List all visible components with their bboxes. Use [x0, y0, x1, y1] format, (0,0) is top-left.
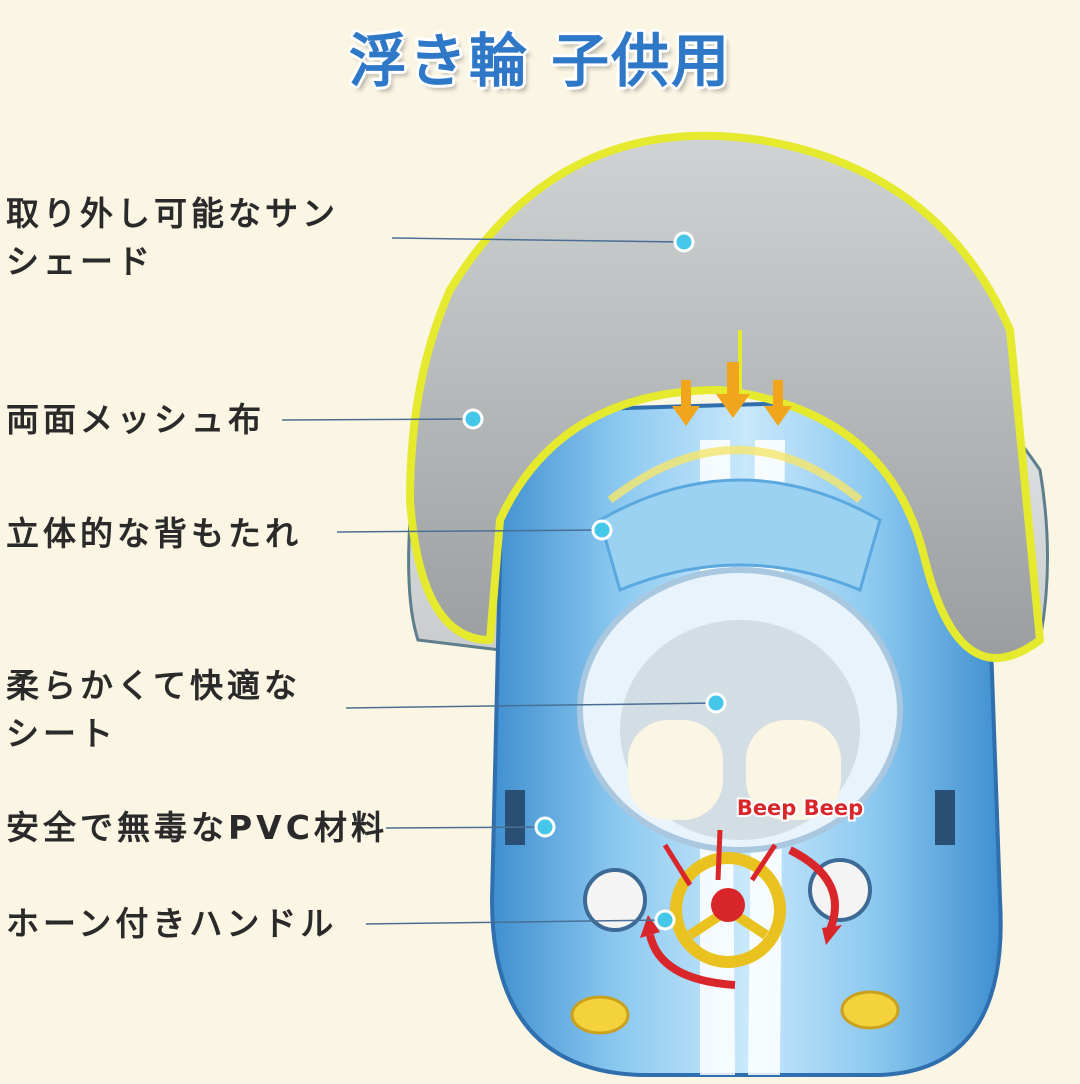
beep-annotation: Beep Beep	[737, 796, 863, 820]
page-title: 浮き輪 子供用	[348, 27, 732, 95]
marker-dot	[705, 692, 727, 714]
marker-dot	[462, 408, 484, 430]
marker-dot	[673, 231, 695, 253]
side-vent	[505, 790, 525, 845]
backrest	[598, 478, 882, 593]
feature-horn: ホーン付きハンドル	[6, 904, 338, 943]
feature-mesh: 両面メッシュ布	[6, 400, 265, 439]
leader-line	[391, 237, 685, 243]
backrest-arrows	[672, 362, 792, 426]
marker-dot	[654, 909, 676, 931]
leg-hole	[746, 720, 841, 820]
leader-line	[281, 418, 474, 421]
feature-seat: 柔らかくて快適な シート	[6, 666, 302, 753]
headlight	[840, 990, 900, 1030]
rotate-arrow	[788, 846, 839, 932]
leader-line	[365, 919, 666, 925]
leg-hole	[628, 720, 723, 820]
leader-line	[336, 529, 603, 533]
feature-sunshade: 取り外し可能なサン シェード	[6, 194, 339, 281]
side-vent	[935, 790, 955, 845]
rotate-arrow	[646, 933, 736, 989]
gauge-left	[583, 868, 647, 932]
sound-mark	[662, 843, 693, 887]
marker-dot	[591, 519, 613, 541]
feature-material: 安全で無毒なPVC材料	[6, 808, 388, 847]
sound-mark	[749, 843, 778, 882]
leader-line	[345, 702, 717, 709]
sunshade-canopy	[406, 131, 1044, 662]
marker-dot	[534, 816, 556, 838]
sound-mark	[715, 829, 723, 881]
horn-button	[711, 888, 745, 922]
leader-line	[385, 826, 546, 829]
backrest-glow	[607, 446, 863, 504]
headlight	[570, 995, 630, 1035]
steering-wheel	[670, 852, 786, 968]
feature-backrest: 立体的な背もたれ	[6, 514, 302, 553]
